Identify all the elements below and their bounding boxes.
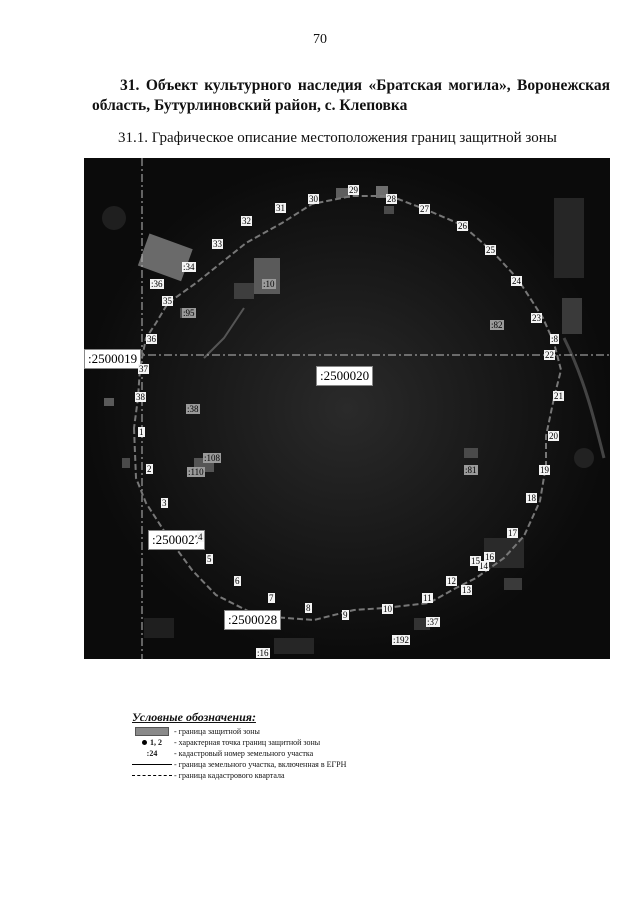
zone-boundary-swatch-icon [135,727,169,736]
point-24: 24 [511,276,522,286]
point-12: 12 [446,576,457,586]
point-29: 29 [348,185,359,195]
quarter-label-2500020: :2500020 [316,366,374,386]
point-30: 30 [308,194,319,204]
point-28: 28 [386,194,397,204]
point-1: 1 [138,427,145,437]
point-11: 11 [422,593,433,603]
cadastral-label-81: :81 [464,465,478,475]
map-imagery [84,158,610,659]
legend-item-characteristic-point: 1, 2 - характерная точка границ защитной… [132,737,432,748]
point-6: 6 [234,576,241,586]
point-16: 16 [484,552,495,562]
point-2: 2 [146,464,153,474]
quarter-label-2500028: :2500028 [224,610,282,630]
point-10: 10 [382,604,393,614]
legend-item-parcel-boundary: - граница земельного участка, включенная… [132,759,432,770]
legend-title: Условные обозначения: [132,710,256,724]
cadastral-label-16: :16 [256,648,270,658]
point-22: 22 [544,350,555,360]
point-20: 20 [548,431,559,441]
cadastral-label-8: :8 [550,334,560,344]
legend-item-cadastral-number: :24 - кадастровый номер земельного участ… [146,749,314,758]
point-3: 3 [161,498,168,508]
point-9: 9 [342,610,349,620]
point-17: 17 [507,528,518,538]
point-26: 26 [457,221,468,231]
point-18: 18 [526,493,537,503]
cadastral-label-82: :82 [490,320,504,330]
point-35: 35 [162,296,173,306]
point-14: 14 [478,561,489,571]
cadastral-label-10: :10 [262,279,276,289]
cadastral-label-38: :38 [186,404,200,414]
page-number: 70 [313,32,327,47]
point-25: 25 [485,245,496,255]
legend-item-quarter-boundary: - граница кадастрового квартала [132,770,432,781]
point-15: 15 [470,556,481,566]
point-23: 23 [531,313,542,323]
point-19: 19 [539,465,550,475]
cadastral-label-36: :36 [150,279,164,289]
quarter-label-2500027: :2500027 [148,530,206,550]
point-7: 7 [268,593,275,603]
point-21: 21 [553,391,564,401]
point-37: 37 [138,364,149,374]
map-legend: Условные обозначения: - граница защитной… [132,710,432,781]
cadastral-label-37: :37 [426,617,440,627]
point-32: 32 [241,216,252,226]
point-8: 8 [305,603,312,613]
point-4: 4 [197,532,204,542]
solid-line-icon [132,764,172,765]
dash-dot-line-icon [132,775,172,776]
section-subheading: 31.1. Графическое описание местоположени… [118,130,557,146]
cadastral-label-192: :192 [392,635,411,645]
cadastral-label-110: :110 [187,467,205,477]
map-image: :2500019 :2500020 :2500027 :2500028 :36 … [84,158,610,659]
point-5: 5 [206,554,213,564]
section-heading: 31. Объект культурного наследия «Братска… [92,77,610,114]
cadastral-label-34: :34 [182,262,196,272]
point-38: 38 [135,392,146,402]
point-36: 36 [146,334,157,344]
point-27: 27 [419,204,430,214]
cadastral-label-108: :108 [203,453,222,463]
point-31: 31 [275,203,286,213]
point-dot-icon [142,740,147,745]
cadastral-label-95: :95 [182,308,196,318]
point-33: 33 [212,239,223,249]
point-13: 13 [461,585,472,595]
quarter-label-2500019: :2500019 [84,349,142,369]
legend-item-zone-boundary: - граница защитной зоны [132,726,432,737]
